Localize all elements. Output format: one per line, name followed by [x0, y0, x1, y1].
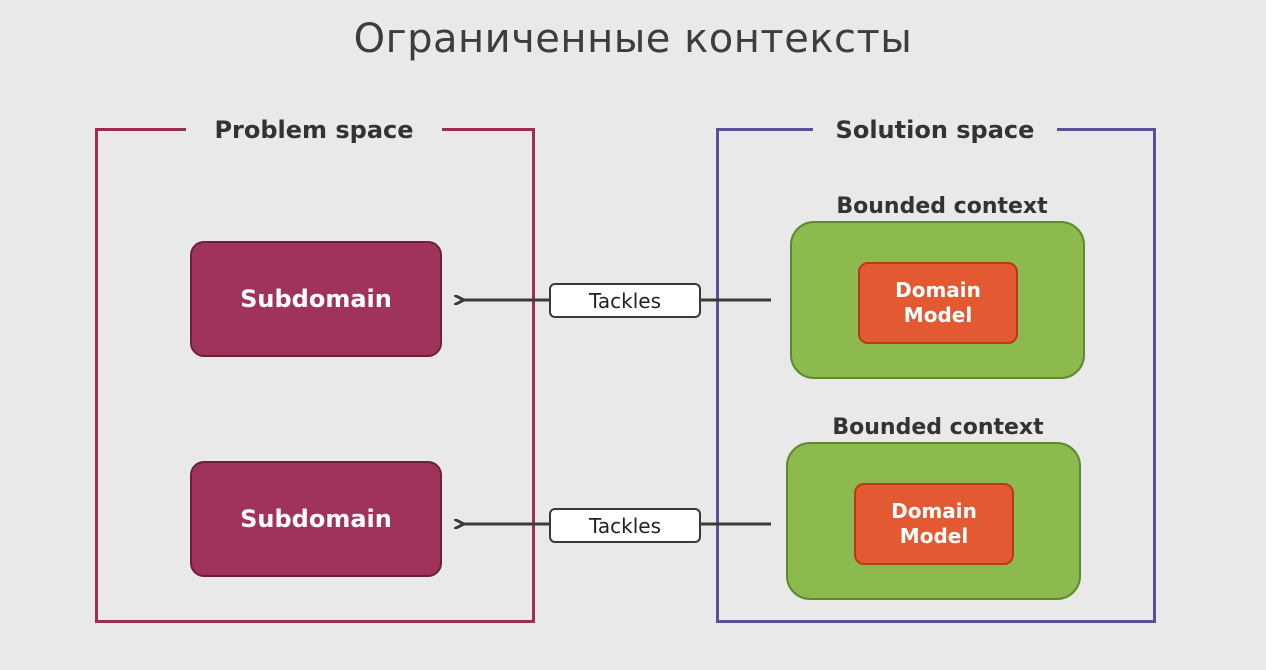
domain-model-box-1: Domain Model: [858, 262, 1018, 344]
page-title: Ограниченные контексты: [353, 16, 913, 62]
subdomain-label: Subdomain: [240, 505, 392, 533]
subdomain-box-2: Subdomain: [190, 461, 442, 577]
bounded-context-label-1: Bounded context: [836, 194, 1048, 219]
bounded-context-label-2: Bounded context: [832, 415, 1044, 440]
solution-space-label: Solution space: [813, 113, 1057, 147]
domain-model-box-2: Domain Model: [854, 483, 1014, 565]
domain-model-line2: Model: [903, 303, 973, 327]
tackles-label-2: Tackles: [549, 508, 701, 543]
domain-model-line1: Domain: [895, 278, 981, 302]
domain-model-line1: Domain: [891, 499, 977, 523]
tackles-label-1: Tackles: [549, 283, 701, 318]
subdomain-box-1: Subdomain: [190, 241, 442, 357]
subdomain-label: Subdomain: [240, 285, 392, 313]
domain-model-line2: Model: [899, 524, 969, 548]
problem-space-label: Problem space: [186, 113, 442, 147]
